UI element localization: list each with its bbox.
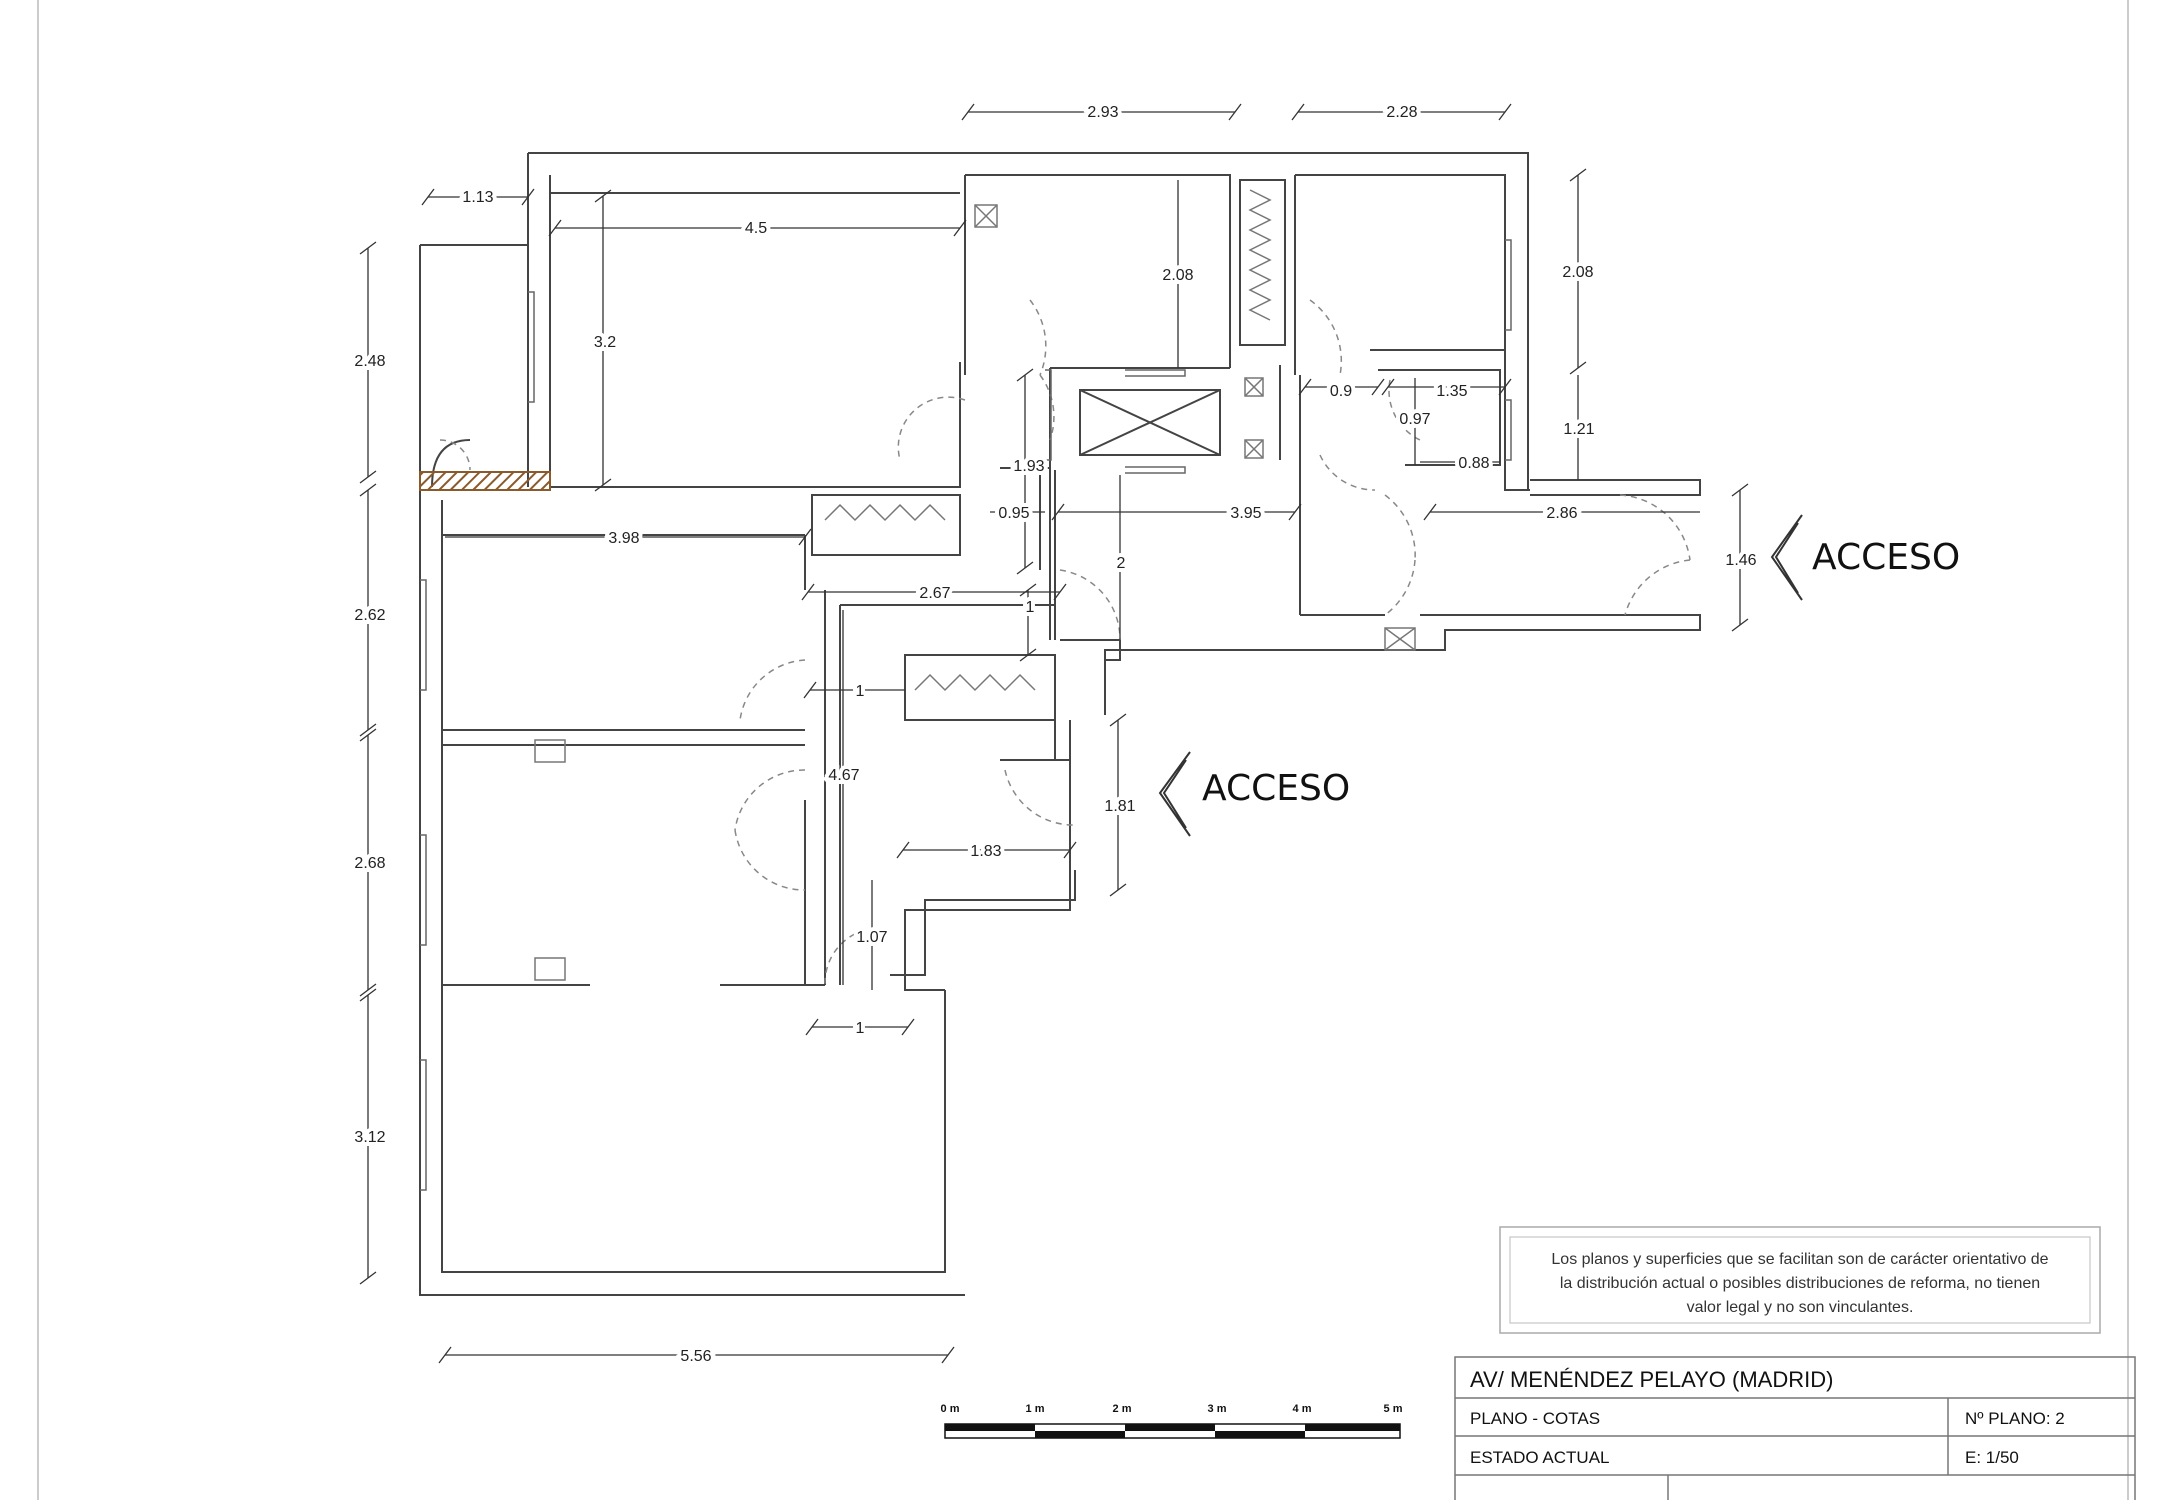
dim-0-9: 0.9: [1330, 383, 1352, 400]
walls: [419, 152, 1701, 1296]
windows: [420, 239, 1512, 1191]
dim-3-2: 3.2: [594, 334, 616, 351]
dim-3-98: 3.98: [608, 530, 639, 547]
title-block: AV/ MENÉNDEZ PELAYO (MADRID) PLANO - COT…: [1454, 1356, 2136, 1500]
disclaimer-line-3: valor legal y no son vinculantes.: [1687, 1299, 1914, 1316]
dim-1-07: 1.07: [856, 929, 887, 946]
scale-label-2: 2 m: [1113, 1403, 1132, 1415]
dim-1-81: 1.81: [1104, 798, 1135, 815]
dim-0-88: 0.88: [1458, 455, 1489, 472]
scale-label-4: 4 m: [1293, 1403, 1312, 1415]
door-swings: [439, 299, 1691, 986]
title-plan-type: PLANO - COTAS: [1470, 1409, 1600, 1428]
access-arrow-south-icon: [1158, 751, 1191, 837]
dim-0-97: 0.97: [1399, 411, 1430, 428]
dim-5-56: 5.56: [680, 1348, 711, 1365]
dim-1-c: 1: [856, 1020, 865, 1037]
access-marker-east: ACCESO: [1770, 514, 1960, 601]
dim-2-08-b: 2.08: [1562, 264, 1593, 281]
dimension-lines: [359, 103, 1749, 1364]
dim-1-b: 1: [856, 683, 865, 700]
dim-2-28: 2.28: [1386, 104, 1417, 121]
scale-label-5: 5 m: [1384, 1403, 1403, 1415]
title-scale: E: 1/50: [1965, 1448, 2019, 1467]
dim-1-46: 1.46: [1725, 552, 1756, 569]
dim-1-21: 1.21: [1563, 421, 1594, 438]
closet-marks: [534, 189, 1416, 981]
dim-2-62: 2.62: [354, 607, 385, 624]
dim-0-95: 0.95: [998, 505, 1029, 522]
dimension-labels: 2.93 2.28 1.13 4.5 2.08 2.08 2.48 3.2 0.…: [350, 100, 1760, 1369]
dim-3-12: 3.12: [354, 1129, 385, 1146]
dim-2: 2: [1117, 555, 1126, 572]
access-label-south: ACCESO: [1202, 768, 1350, 809]
dim-3-95: 3.95: [1230, 505, 1261, 522]
dim-2-08-a: 2.08: [1162, 267, 1193, 284]
scale-label-1: 1 m: [1026, 1403, 1045, 1415]
disclaimer-line-2: la distribución actual o posibles distri…: [1560, 1275, 2040, 1292]
dim-2-48: 2.48: [354, 353, 385, 370]
dim-2-67: 2.67: [919, 585, 950, 602]
access-marker-south: ACCESO: [1158, 751, 1350, 837]
title-plan-number: Nº PLANO: 2: [1965, 1409, 2065, 1428]
dim-2-93: 2.93: [1087, 104, 1118, 121]
access-arrow-east-icon: [1770, 514, 1803, 601]
disclaimer-line-1: Los planos y superficies que se facilita…: [1551, 1251, 2048, 1268]
disclaimer-box: Los planos y superficies que se facilita…: [1499, 1226, 2101, 1334]
dim-1-83: 1.83: [970, 843, 1001, 860]
dim-1-93: 1.93: [1013, 458, 1044, 475]
scale-bar: 0 m 1 m 2 m 3 m 4 m 5 m: [941, 1403, 1403, 1439]
dim-2-86: 2.86: [1546, 505, 1577, 522]
dim-1-a: 1: [1026, 599, 1035, 616]
scale-label-0: 0 m: [941, 1403, 960, 1415]
dim-2-68: 2.68: [354, 855, 385, 872]
dim-4-67: 4.67: [828, 767, 859, 784]
access-label-east: ACCESO: [1812, 537, 1960, 578]
scale-label-3: 3 m: [1208, 1403, 1227, 1415]
dim-1-35: 1.35: [1436, 383, 1467, 400]
dim-1-13: 1.13: [462, 189, 493, 206]
title-address: AV/ MENÉNDEZ PELAYO (MADRID): [1470, 1367, 1833, 1392]
title-state: ESTADO ACTUAL: [1470, 1448, 1610, 1467]
dim-4-5: 4.5: [745, 220, 767, 237]
